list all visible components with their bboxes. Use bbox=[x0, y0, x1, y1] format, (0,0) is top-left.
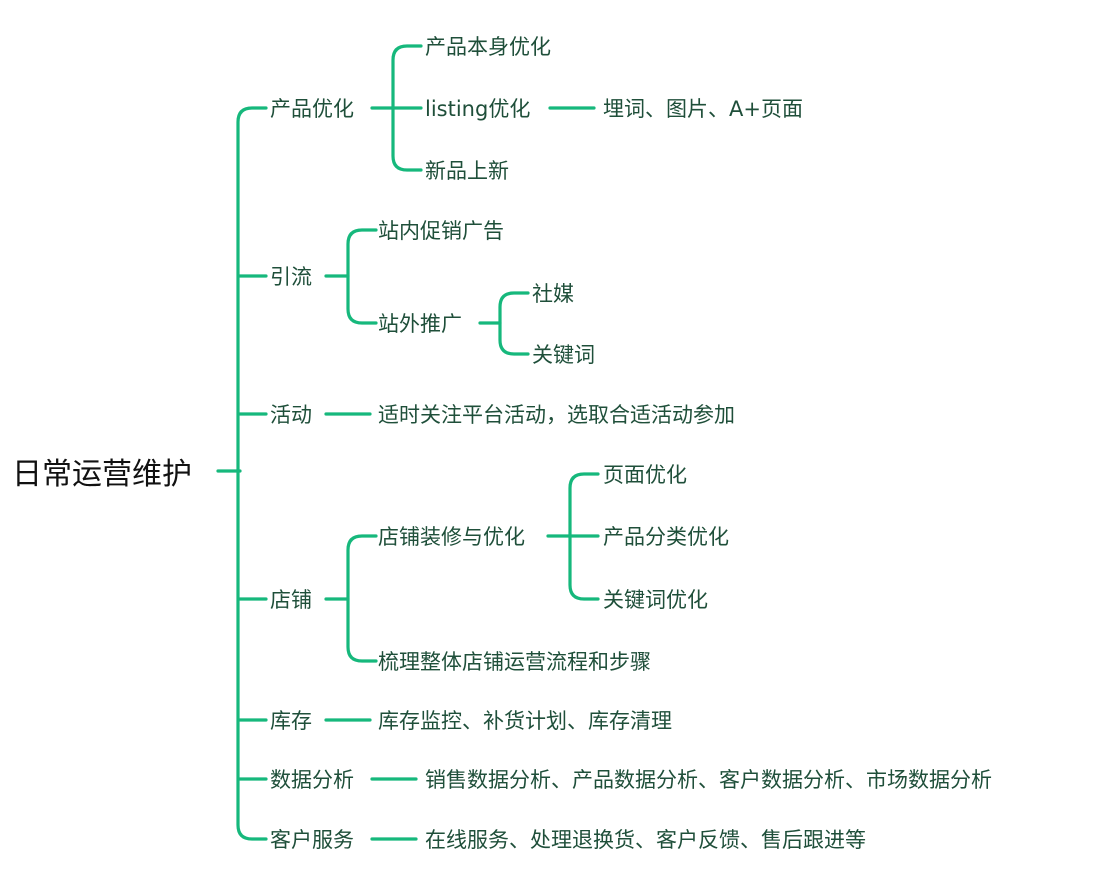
node-activity: 活动 bbox=[270, 403, 312, 427]
node-keywords: 关键词 bbox=[532, 343, 595, 367]
node-platform-activity: 适时关注平台活动，选取合适活动参加 bbox=[378, 403, 735, 427]
node-page-optimization: 页面优化 bbox=[603, 463, 687, 487]
node-listing: listing优化 bbox=[425, 97, 530, 121]
node-offsite-promo: 站外推广 bbox=[378, 312, 462, 336]
node-traffic: 引流 bbox=[270, 265, 312, 289]
offsite-bracket bbox=[498, 291, 530, 356]
root-node: 日常运营维护 bbox=[12, 457, 192, 492]
connector-lines bbox=[216, 44, 600, 841]
traffic-bracket bbox=[346, 228, 378, 325]
store-bracket bbox=[346, 534, 378, 663]
product-bracket bbox=[391, 44, 423, 172]
node-inventory: 库存 bbox=[270, 709, 312, 733]
node-new-product: 新品上新 bbox=[425, 159, 509, 183]
decoration-bracket bbox=[568, 472, 600, 601]
node-social-media: 社媒 bbox=[532, 282, 574, 306]
node-product-optimization: 产品优化 bbox=[270, 97, 354, 121]
node-listing-detail: 埋词、图片、A+页面 bbox=[603, 97, 803, 121]
node-data-analysis-detail: 销售数据分析、产品数据分析、客户数据分析、市场数据分析 bbox=[425, 768, 992, 792]
node-category-optimization: 产品分类优化 bbox=[603, 525, 729, 549]
node-keyword-optimization: 关键词优化 bbox=[603, 588, 708, 612]
node-data-analysis: 数据分析 bbox=[270, 768, 354, 792]
node-store-process: 梳理整体店铺运营流程和步骤 bbox=[378, 650, 651, 674]
node-store: 店铺 bbox=[270, 588, 312, 612]
node-onsite-ads: 站内促销广告 bbox=[378, 219, 504, 243]
node-store-decoration: 店铺装修与优化 bbox=[378, 525, 525, 549]
node-customer-service-detail: 在线服务、处理退换货、客户反馈、售后跟进等 bbox=[425, 828, 866, 852]
node-inventory-detail: 库存监控、补货计划、库存清理 bbox=[378, 709, 672, 733]
node-customer-service: 客户服务 bbox=[270, 828, 354, 852]
main-bracket bbox=[236, 106, 268, 841]
node-product-itself: 产品本身优化 bbox=[425, 35, 551, 59]
